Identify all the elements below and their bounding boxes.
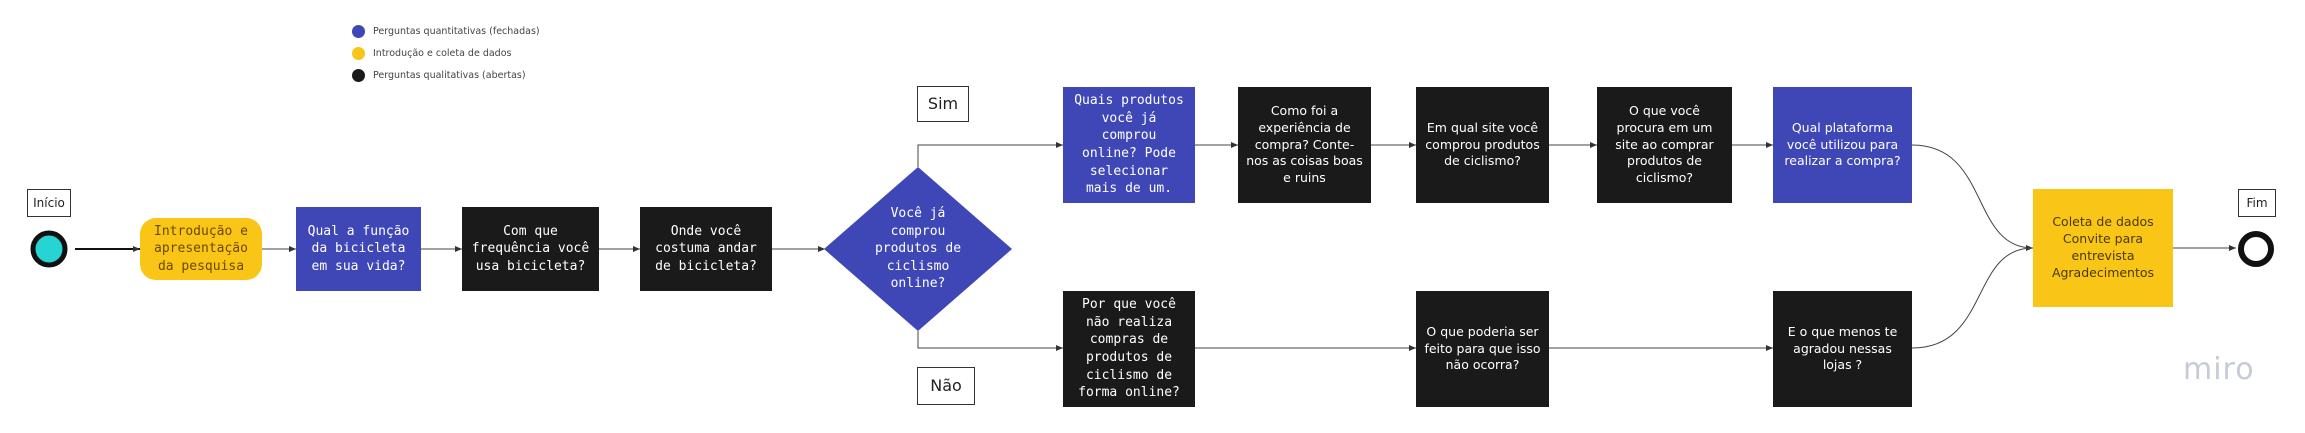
legend-label: Perguntas quantitativas (fechadas): [373, 25, 540, 37]
legend-swatch-yellow: [352, 46, 365, 60]
question-looking-for-node[interactable]: O que você procura em um site ao comprar…: [1597, 87, 1732, 203]
question-least-liked-node[interactable]: E o que menos te agradou nessas lojas ?: [1773, 291, 1912, 407]
question-where-node[interactable]: Onde você costuma andar de bicicleta?: [640, 207, 772, 291]
legend-swatch-blue: [352, 24, 365, 38]
legend-item: Perguntas qualitativas (abertas): [352, 64, 540, 86]
question-bought-online-label[interactable]: Você já comprou produtos de ciclismo onl…: [874, 206, 962, 292]
start-circle: [30, 230, 68, 268]
branch-yes-label[interactable]: Sim: [917, 86, 969, 122]
start-label[interactable]: Início: [27, 189, 71, 217]
question-platform-node[interactable]: Qual plataforma você utilizou para reali…: [1773, 87, 1912, 203]
legend-label: Introdução e coleta de dados: [373, 47, 512, 59]
branch-no-label[interactable]: Não: [917, 367, 975, 405]
question-role-node[interactable]: Qual a função da bicicleta em sua vida?: [296, 207, 421, 291]
legend-item: Introdução e coleta de dados: [352, 42, 540, 64]
miro-logo: miro: [2183, 352, 2255, 387]
end-circle: [2238, 231, 2274, 267]
question-what-could-node[interactable]: O que poderia ser feito para que isso nã…: [1416, 291, 1549, 407]
connector: [1911, 144, 2034, 251]
question-products-node[interactable]: Quais produtos você já comprou online? P…: [1063, 87, 1195, 203]
legend-item: Perguntas quantitativas (fechadas): [352, 20, 540, 42]
end-label[interactable]: Fim: [2238, 189, 2276, 217]
intro-node[interactable]: Introdução e apresentação da pesquisa: [140, 218, 262, 280]
question-frequency-node[interactable]: Com que frequência você usa bicicleta?: [462, 207, 599, 291]
connector: [917, 142, 1063, 167]
legend-label: Perguntas qualitativas (abertas): [373, 69, 526, 81]
collect-data-node[interactable]: Coleta de dados Convite para entrevista …: [2033, 189, 2173, 307]
legend: Perguntas quantitativas (fechadas) Intro…: [352, 20, 540, 86]
legend-swatch-black: [352, 68, 365, 82]
question-experience-node[interactable]: Como foi a experiência de compra? Conte-…: [1238, 87, 1371, 203]
question-why-not-node[interactable]: Por que você não realiza compras de prod…: [1063, 291, 1195, 407]
connector: [1911, 247, 2034, 349]
connector: [917, 331, 1063, 351]
question-site-node[interactable]: Em qual site você comprou produtos de ci…: [1416, 87, 1549, 203]
decision-diamond: [824, 167, 1012, 331]
